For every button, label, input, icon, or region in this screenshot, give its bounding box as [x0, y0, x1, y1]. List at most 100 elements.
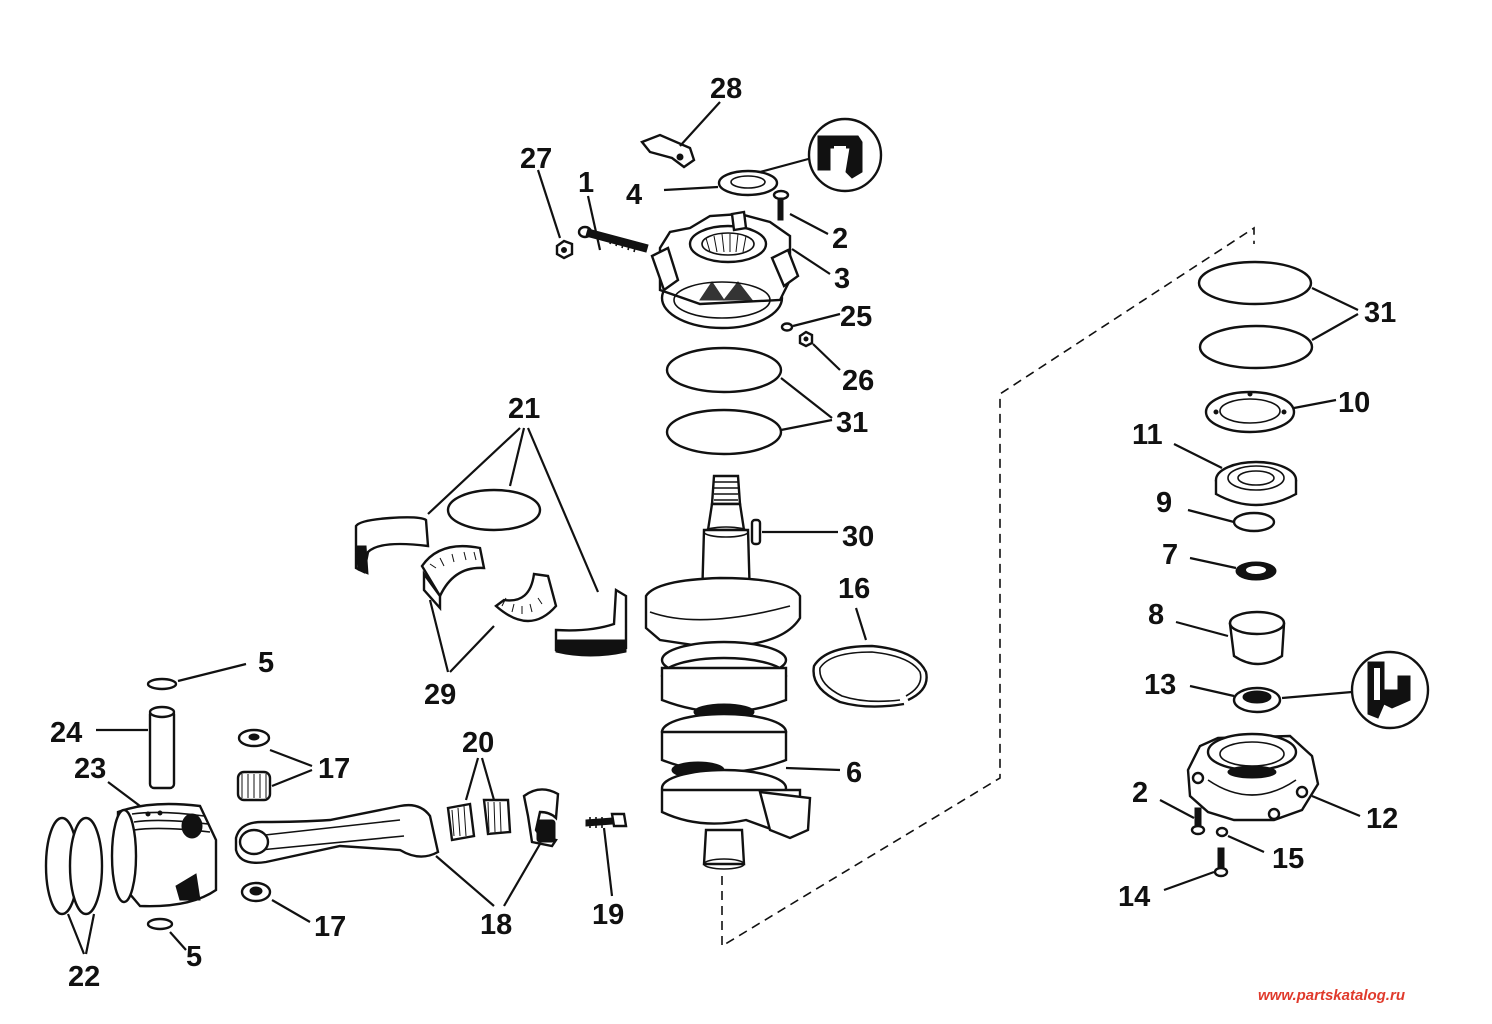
leader-6 [785, 766, 841, 772]
callout-17-lower: 17 [314, 911, 346, 943]
leader-21-b [508, 427, 526, 487]
part-5-lock-ring-lower [146, 917, 174, 931]
leader-9 [1187, 508, 1235, 524]
callout-14: 14 [1118, 881, 1150, 913]
part-2-screw-upper [772, 189, 790, 221]
leader-10 [1293, 398, 1337, 410]
leader-29-b [449, 625, 495, 673]
part-17-thrust-washer-upper [237, 728, 271, 748]
callout-22: 22 [68, 961, 100, 993]
part-14-screw [1213, 847, 1229, 878]
leader-5-lower [169, 931, 187, 951]
part-28-clip [640, 133, 696, 169]
part-24-piston-pin [148, 705, 176, 790]
leader-19 [602, 827, 614, 897]
part-16-retaining-ring [812, 644, 928, 708]
leader-28 [679, 101, 721, 147]
callout-2-upper: 2 [832, 223, 848, 255]
part-8-bearing-cup [1228, 610, 1286, 666]
part-20-needle-cages [446, 798, 512, 842]
callout-19: 19 [592, 899, 624, 931]
part-19-rod-bolt [585, 812, 628, 828]
part-17-thrust-washer-lower [240, 881, 272, 903]
part-25-washer [780, 322, 794, 332]
leader-20-b [480, 757, 496, 801]
part-31-o-rings-center [665, 346, 783, 456]
part-21-retainer-ring [446, 488, 542, 532]
leader-23 [107, 781, 141, 807]
callout-20: 20 [462, 727, 494, 759]
part-21-bearing-race-b [554, 587, 628, 657]
callout-31-right: 31 [1364, 297, 1396, 329]
leader-31-right-b [1311, 313, 1359, 341]
callout-30: 30 [842, 521, 874, 553]
leader-21-c [526, 427, 600, 593]
part-1-bolt [577, 225, 649, 253]
leader-18-a [435, 855, 495, 907]
leader-17-b [271, 768, 313, 788]
part-11-ball-bearing [1214, 460, 1298, 507]
callout-13: 13 [1144, 669, 1176, 701]
leader-4-detail [759, 156, 813, 174]
callout-1: 1 [578, 167, 594, 199]
part-29-needle-cage-a [420, 544, 486, 612]
assembly-dashed-line [721, 226, 1255, 948]
leader-20-a [464, 757, 480, 801]
seal-detail-callout [807, 117, 883, 193]
leader-27 [536, 169, 562, 239]
callout-15: 15 [1272, 843, 1304, 875]
callout-5-upper: 5 [258, 647, 274, 679]
part-21-bearing-race-a [354, 516, 430, 575]
leader-7 [1189, 556, 1237, 570]
leader-2-lower [1159, 799, 1195, 819]
leader-13-detail [1281, 690, 1353, 700]
callout-23: 23 [74, 753, 106, 785]
leader-5-upper [177, 662, 247, 683]
callout-4: 4 [626, 179, 642, 211]
callout-25: 25 [840, 301, 872, 333]
leader-25 [792, 312, 841, 328]
part-2-screw-lower [1190, 807, 1206, 836]
leader-31-right-a [1311, 287, 1359, 311]
part-13-seal [1232, 686, 1282, 714]
leader-31-b [780, 418, 833, 432]
watermark-text[interactable]: www.partskatalog.ru [1258, 987, 1405, 1004]
callout-26: 26 [842, 365, 874, 397]
leader-26 [812, 343, 841, 371]
part-26-nut [798, 330, 814, 348]
leader-31-a [780, 377, 833, 419]
leader-22-a [66, 913, 86, 955]
callout-17-upper: 17 [318, 753, 350, 785]
part-15-lockwasher [1215, 826, 1229, 838]
part-6-crankshaft [644, 474, 812, 870]
part-27-nut [555, 239, 574, 260]
callout-3: 3 [834, 263, 850, 295]
part-5-lock-ring-upper [146, 677, 178, 691]
callout-2-lower: 2 [1132, 777, 1148, 809]
leader-8 [1175, 620, 1229, 638]
callout-7: 7 [1162, 539, 1178, 571]
callout-9: 9 [1156, 487, 1172, 519]
callout-16: 16 [838, 573, 870, 605]
callout-6: 6 [846, 757, 862, 789]
leader-1 [586, 195, 602, 251]
leader-17-c [271, 899, 311, 923]
part-23-piston [110, 802, 218, 908]
callout-5-lower: 5 [186, 941, 202, 973]
callout-12: 12 [1366, 803, 1398, 835]
seal-detail-callout-lower [1350, 650, 1430, 730]
leader-16 [854, 607, 868, 641]
leader-4 [663, 185, 719, 192]
leader-11 [1173, 443, 1223, 469]
callout-8: 8 [1148, 599, 1164, 631]
part-29-needle-cage-b [494, 572, 558, 623]
callout-11: 11 [1132, 419, 1163, 451]
leader-22-b [84, 913, 96, 955]
callout-29: 29 [424, 679, 456, 711]
part-30-key [750, 518, 762, 546]
callout-28: 28 [710, 73, 742, 105]
leader-21-a [427, 427, 521, 515]
leader-18-b [503, 843, 541, 907]
